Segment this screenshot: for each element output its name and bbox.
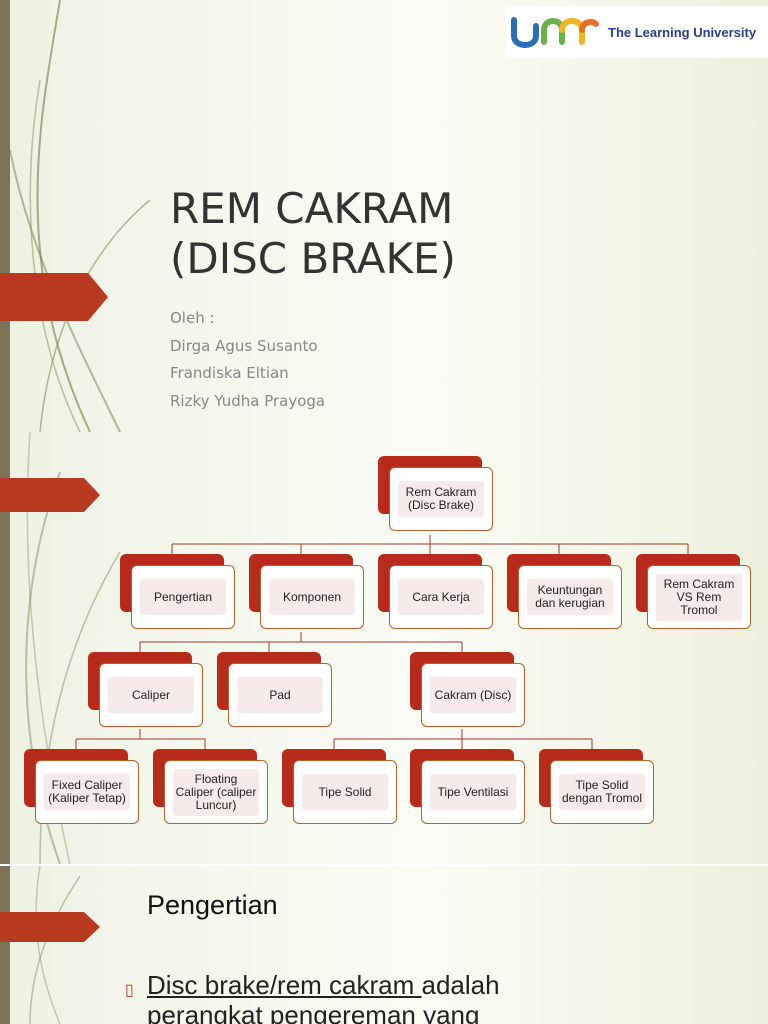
slide-title: The Learning University REM CAKRAM (DISC…	[0, 0, 768, 432]
university-logo: The Learning University	[506, 6, 768, 58]
node-pad: Pad	[217, 652, 332, 727]
node-label: Rem Cakram VS Rem Tromol	[656, 573, 742, 621]
arrow-tab	[0, 478, 100, 512]
node-komponen: Komponen	[249, 554, 364, 629]
node-tipe-solid-tromol: Tipe Solid dengan Tromol	[539, 749, 654, 824]
bullet-term: Disc brake/rem cakram	[147, 970, 422, 1000]
node-floating-caliper: Floating Caliper (caliper Luncur)	[153, 749, 268, 824]
node-fixed-caliper: Fixed Caliper (Kaliper Tetap)	[24, 749, 139, 824]
bullet-item: ▯ Disc brake/rem cakram adalah perangkat…	[125, 970, 587, 1024]
node-keuntungan: Keuntungan dan kerugian	[507, 554, 622, 629]
sidebar-strip	[0, 432, 10, 864]
author-heading: Oleh :	[170, 309, 215, 327]
node-label: Komponen	[269, 579, 355, 615]
node-label: Cakram (Disc)	[430, 677, 516, 713]
node-label: Cara Kerja	[398, 579, 484, 615]
node-vs: Rem Cakram VS Rem Tromol	[636, 554, 751, 629]
node-label: Pengertian	[140, 579, 226, 615]
node-label: Tipe Solid	[302, 774, 388, 810]
author-list: Oleh : Dirga Agus Susanto Frandiska Elti…	[170, 305, 325, 415]
decorative-swirl	[29, 866, 81, 1024]
title-line-1: REM CAKRAM	[170, 184, 454, 233]
node-root: Rem Cakram (Disc Brake)	[378, 456, 493, 531]
node-label: Caliper	[108, 677, 194, 713]
author-item: Rizky Yudha Prayoga	[170, 391, 326, 410]
bullet-body: adalah perangkat pengereman yang	[147, 970, 500, 1024]
node-label: Tipe Solid dengan Tromol	[559, 774, 645, 810]
diagram-connectors	[75, 535, 689, 749]
bullet-icon: ▯	[125, 982, 134, 999]
node-cara-kerja: Cara Kerja	[378, 554, 493, 629]
node-label: Rem Cakram (Disc Brake)	[398, 481, 484, 517]
section-heading: Pengertian	[147, 890, 278, 920]
sidebar-strip	[0, 866, 10, 1024]
arrow-tab	[0, 912, 100, 942]
bullet-text: Disc brake/rem cakram adalah perangkat p…	[147, 970, 587, 1024]
node-label: Tipe Ventilasi	[430, 774, 516, 810]
node-cakram: Cakram (Disc)	[410, 652, 525, 727]
node-label: Keuntungan dan kerugian	[527, 579, 613, 615]
logo-text: The Learning University	[608, 24, 757, 40]
slide-diagram: Rem Cakram (Disc Brake) Pengertian Kompo…	[0, 432, 768, 864]
slide-pengertian: Pengertian ▯ Disc brake/rem cakram adala…	[0, 866, 768, 1024]
node-tipe-solid: Tipe Solid	[282, 749, 397, 824]
node-tipe-ventilasi: Tipe Ventilasi	[410, 749, 525, 824]
sidebar-strip	[0, 0, 10, 432]
node-label: Floating Caliper (caliper Luncur)	[173, 768, 259, 816]
page-title: REM CAKRAM (DISC BRAKE)	[170, 184, 456, 284]
node-caliper: Caliper	[88, 652, 203, 727]
node-label: Fixed Caliper (Kaliper Tetap)	[44, 774, 130, 810]
title-line-2: (DISC BRAKE)	[170, 234, 456, 283]
arrow-tab	[0, 273, 108, 321]
author-item: Frandiska Eltian	[170, 364, 289, 382]
node-label: Pad	[237, 677, 323, 713]
author-item: Dirga Agus Susanto	[170, 336, 318, 355]
node-pengertian: Pengertian	[120, 554, 235, 629]
um-logo-icon	[511, 17, 599, 48]
